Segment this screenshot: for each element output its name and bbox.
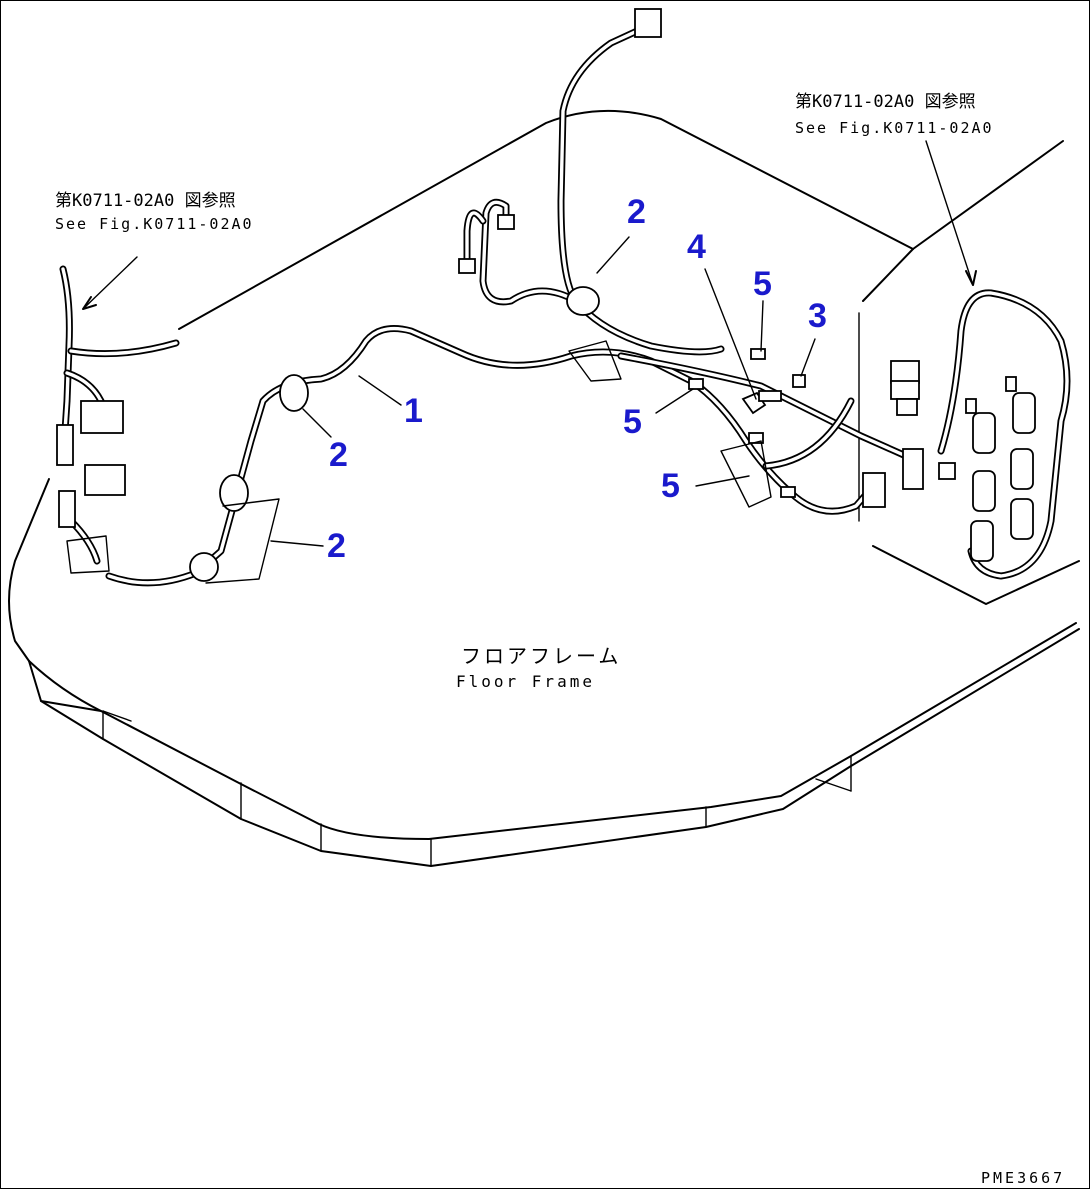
left-plug-upper <box>56 424 74 466</box>
clamps <box>189 286 600 584</box>
relay-stack-1 <box>890 360 920 384</box>
left-reference-jp: 第K0711-02A0 図参照 <box>55 191 236 211</box>
plate-low-b <box>780 486 796 498</box>
relay-stack-3 <box>896 398 918 416</box>
plate-low-a <box>748 432 764 444</box>
top-connector <box>634 8 662 38</box>
center-bracket-tab <box>568 340 622 382</box>
callout-3: 3 <box>808 297 827 335</box>
callout-1: 1 <box>404 392 423 430</box>
floor-frame-outline <box>8 109 1080 867</box>
callout-2-top: 2 <box>627 193 646 231</box>
callout-5-low: 5 <box>661 467 680 505</box>
left-bracket-tab <box>66 535 110 574</box>
clamp-middle <box>219 474 249 512</box>
figure-code: PME3667 <box>981 1169 1065 1187</box>
solenoid-4 <box>1010 448 1034 490</box>
wire-harness <box>59 27 1071 587</box>
left-reference-en: See Fig.K0711-02A0 <box>55 215 254 233</box>
clamp-plate-outline <box>205 498 280 584</box>
solenoid-5 <box>970 520 994 562</box>
relay-stack-2 <box>890 380 920 400</box>
callout-2-mid: 2 <box>329 436 348 474</box>
right-reference-en: See Fig.K0711-02A0 <box>795 119 994 137</box>
left-connector-lower <box>84 464 126 496</box>
clamp-top <box>566 286 600 316</box>
small-connector-a <box>497 214 515 230</box>
relay-plug <box>938 462 956 480</box>
solenoid-3 <box>972 470 996 512</box>
connectors <box>56 8 956 574</box>
callout-4: 4 <box>687 228 706 266</box>
clamp-lower <box>189 552 219 582</box>
plate-3 <box>792 374 806 388</box>
leader-lines <box>82 140 977 547</box>
plate-top <box>750 348 766 360</box>
bolt-shank <box>758 390 782 402</box>
callout-2-low: 2 <box>327 527 346 565</box>
callout-5-mid: 5 <box>623 403 642 441</box>
floor-frame-label-en: Floor Frame <box>456 672 595 691</box>
solenoid-valve-group <box>965 376 1036 562</box>
right-bracket-tab <box>720 440 772 508</box>
clamp-upper <box>279 374 309 412</box>
solenoid-1 <box>972 412 996 454</box>
small-connector-b <box>458 258 476 274</box>
callout-5-top: 5 <box>753 265 772 303</box>
solenoid-2 <box>1012 392 1036 434</box>
solenoid-6 <box>1010 498 1034 540</box>
terminal-2 <box>1005 376 1017 392</box>
relay-box <box>902 448 924 490</box>
right-reference-jp: 第K0711-02A0 図参照 <box>795 92 976 112</box>
floor-frame-label-jp: フロアフレーム <box>461 644 621 668</box>
right-connector <box>862 472 886 508</box>
plate-mid <box>688 378 704 390</box>
left-connector-upper <box>80 400 124 434</box>
terminal-1 <box>965 398 977 414</box>
left-plug-lower <box>58 490 76 528</box>
